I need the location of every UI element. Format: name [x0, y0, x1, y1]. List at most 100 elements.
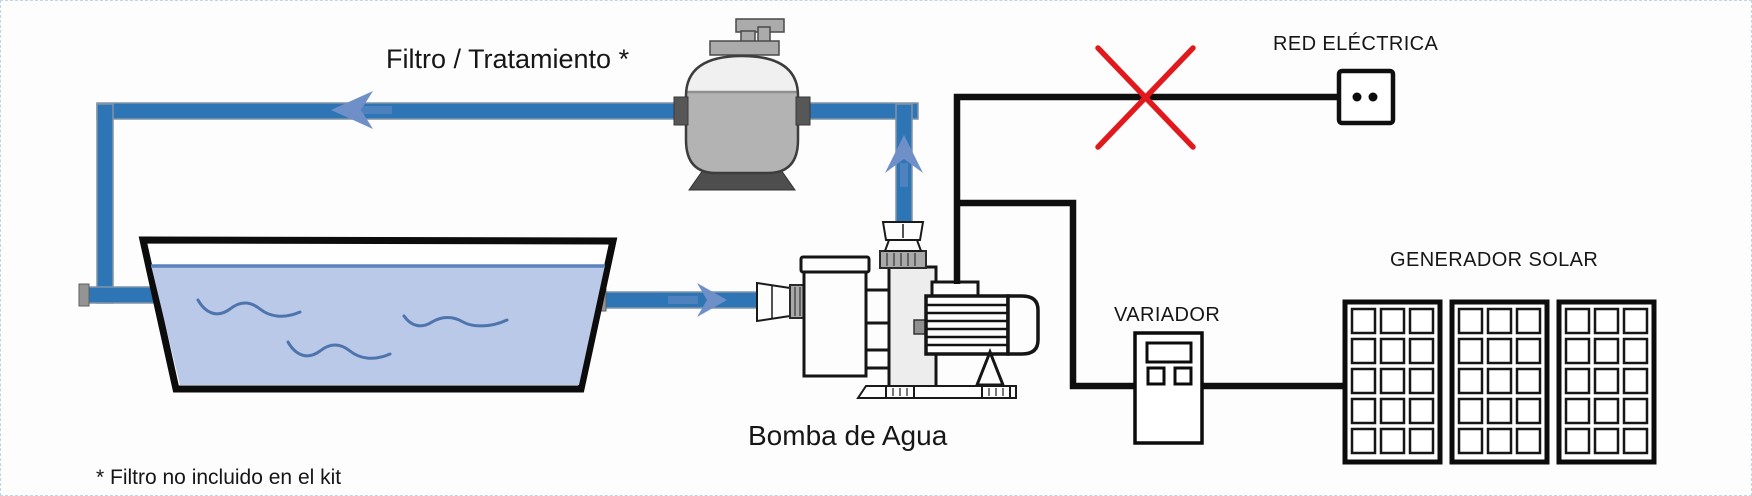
return-pipe-left-drop [96, 103, 114, 304]
wave-line [402, 314, 509, 328]
socket-pin [1352, 92, 1362, 102]
panel-cell [1564, 397, 1591, 425]
variador-button [1173, 366, 1193, 386]
pump-label: Bomba de Agua [748, 420, 948, 451]
red-cross-icon [1095, 45, 1196, 150]
panel-cell [1350, 397, 1377, 425]
panel-cell [1408, 337, 1435, 365]
socket-outline [1336, 68, 1396, 126]
panel-cell [1564, 337, 1591, 365]
water-pump [756, 221, 1040, 399]
solar-panel [1556, 299, 1657, 465]
pipe-end-cap [78, 283, 90, 307]
panel-cell [1593, 337, 1620, 365]
filter-unit [673, 18, 811, 191]
panel-cell [1350, 367, 1377, 395]
panel-cell [1457, 307, 1484, 335]
panel-cell [1593, 367, 1620, 395]
inlet-union [756, 281, 791, 323]
pool [138, 236, 618, 393]
panel-cell [1515, 307, 1542, 335]
panel-cell [1379, 427, 1406, 455]
panel-cell [1457, 397, 1484, 425]
valve-crossbar [709, 40, 780, 56]
filter-label: Filtro / Tratamiento * [386, 44, 630, 74]
pot-link-upper [864, 288, 892, 325]
wave-line [196, 298, 302, 318]
filter-tank-dome [686, 56, 798, 92]
panel-cell [1350, 427, 1377, 455]
outlet-union-lower [883, 239, 923, 252]
panel-cell [1486, 307, 1513, 335]
pot-link-lower [864, 348, 892, 370]
variador-display [1145, 341, 1193, 364]
flow-arrows [331, 91, 923, 317]
filter-port-left [673, 96, 689, 126]
panel-cell [1564, 427, 1591, 455]
electric-grid-label: RED ELÉCTRICA [1273, 33, 1439, 55]
panel-cell [1622, 367, 1649, 395]
panel-cell [1486, 397, 1513, 425]
pool-water [151, 265, 605, 385]
panel-cell [1457, 427, 1484, 455]
panel-cell [1379, 337, 1406, 365]
grid-socket [1336, 68, 1396, 126]
panel-cell [1408, 427, 1435, 455]
panel-cell [1622, 397, 1649, 425]
pool-inlet-stub [79, 286, 159, 304]
panel-cell [1457, 337, 1484, 365]
panel-cell [1408, 307, 1435, 335]
wire-pump-to-solar [957, 199, 1345, 390]
variador-label: VARIADOR [1114, 304, 1221, 326]
footnote-label: * Filtro no incluido en el kit [96, 466, 342, 489]
flow-arrow-right-icon [697, 283, 727, 317]
motor-shaft [913, 319, 927, 335]
panel-cell [1515, 397, 1542, 425]
socket-pin [1368, 92, 1378, 102]
motor-end-cap [1006, 294, 1040, 356]
panel-cell [1593, 397, 1620, 425]
electrical-wiring [953, 93, 1345, 390]
panel-cell [1593, 307, 1620, 335]
strainer-pot [802, 268, 868, 378]
variador-unit [1133, 331, 1204, 445]
variador-button [1146, 366, 1166, 386]
panel-cell [1593, 427, 1620, 455]
panel-cell [1622, 337, 1649, 365]
filter-port-right [795, 96, 811, 126]
panel-cell [1350, 337, 1377, 365]
wire-pump-to-grid [953, 93, 1339, 284]
flow-arrow-left-tail [362, 106, 392, 114]
panel-cell [1408, 367, 1435, 395]
panel-cell [1379, 397, 1406, 425]
panel-cell [1350, 307, 1377, 335]
panel-cell [1564, 307, 1591, 335]
panel-cell [1515, 337, 1542, 365]
panel-cell [1379, 367, 1406, 395]
wave-line [286, 340, 392, 360]
panel-cell [1486, 427, 1513, 455]
flow-arrow-left-icon [331, 91, 373, 129]
flow-arrow-up-icon [885, 135, 923, 173]
panel-cell [1408, 397, 1435, 425]
panel-cell [1622, 307, 1649, 335]
motor-support [974, 347, 1006, 387]
flow-arrow-right-tail [668, 296, 698, 304]
cross-stroke [1095, 45, 1196, 150]
panel-cell [1564, 367, 1591, 395]
flow-arrow-up-tail [900, 163, 908, 187]
panel-cell [1379, 307, 1406, 335]
solar-panel [1449, 299, 1550, 465]
panel-cell [1486, 367, 1513, 395]
panel-cell [1622, 427, 1649, 455]
solar-panel [1342, 299, 1443, 465]
strainer-lid [799, 255, 871, 274]
solar-array [1342, 299, 1657, 465]
panel-cell [1486, 337, 1513, 365]
filter-tank-outline [684, 54, 800, 175]
panel-cell [1515, 427, 1542, 455]
panel-cell [1515, 367, 1542, 395]
panel-cell [1457, 367, 1484, 395]
